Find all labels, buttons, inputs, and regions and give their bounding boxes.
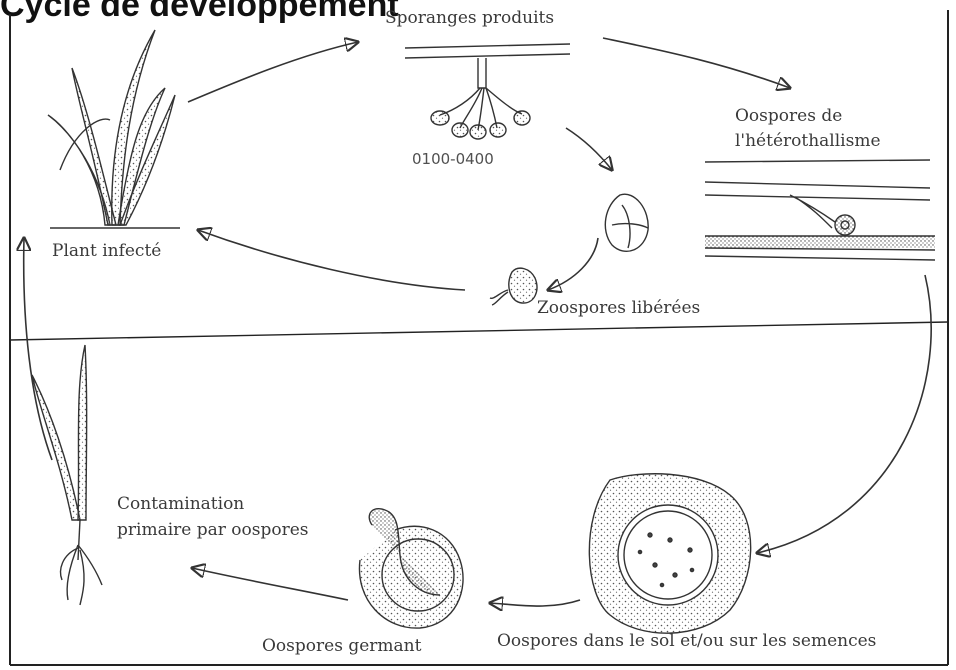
label-oospores-germinating: Oospores germant [262,636,421,657]
arrow-sporangium-to-zoospore [548,238,598,290]
arrow-plant-to-sporangia [188,42,358,102]
hyphae-illustration [705,160,935,260]
label-oospores-hetero-1: Oospores de [735,106,842,127]
label-plant-infected: Plant infecté [52,241,161,262]
arrow-sporangia-to-oospores [603,38,790,88]
label-time-range: 0100-0400 [412,150,494,169]
arrow-zoospore-to-plant [198,230,465,290]
label-oospores-soil: Oospores dans le sol et/ou sur les semen… [497,631,876,652]
label-zoospores: Zoospores libérées [537,298,700,319]
label-contamination-1: Contamination [117,494,244,515]
arrow-germinating-to-contamination [192,568,348,600]
label-contamination-2: primaire par oospores [117,520,309,541]
label-oospores-hetero-2: l'hétérothallisme [735,131,881,152]
seedling-illustration [32,345,102,605]
sporangia-illustration [405,44,570,139]
arrow-sporangia-to-sporangium [566,128,612,170]
label-sporanges: Sporanges produits [385,8,554,29]
zoospore-illustration [490,268,537,305]
arrow-soil-to-germinating [490,600,580,606]
sporangium-illustration [605,194,648,251]
infected-plant-illustration [48,30,180,228]
frame-divider-line [10,322,948,340]
soil-oospore-illustration [589,474,750,633]
arrow-hyphae-to-soil [757,275,931,553]
germinating-oospore-illustration [359,509,463,628]
